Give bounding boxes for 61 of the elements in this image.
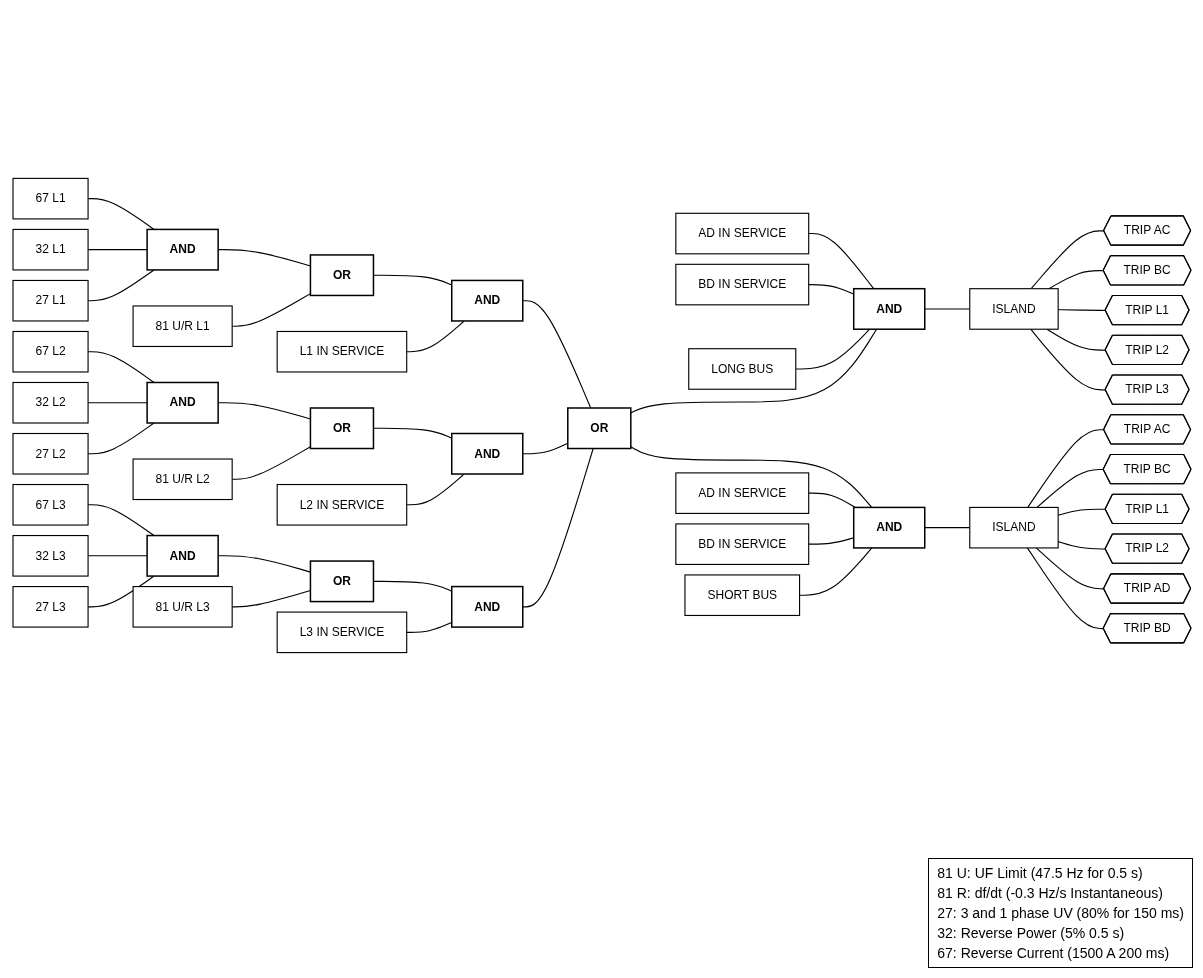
node-box: AD IN SERVICE <box>674 212 809 254</box>
connector <box>231 292 311 327</box>
connector <box>372 427 452 439</box>
node-box: L2 IN SERVICE <box>276 483 407 526</box>
node-box: 32 L2 <box>11 381 89 424</box>
node-box: AND <box>145 534 219 577</box>
node-box: LONG BUS <box>687 347 796 390</box>
node-box: OR <box>309 559 374 602</box>
node-box: AND <box>145 228 219 271</box>
node-box: BD IN SERVICE <box>674 522 809 565</box>
node-box: 67 L3 <box>11 483 89 526</box>
node-box: 32 L1 <box>11 228 89 270</box>
node-box: AND <box>852 506 925 549</box>
node-box: 81 U/R L1 <box>132 304 233 347</box>
node-box: SHORT BUS <box>683 573 800 616</box>
node-box: OR <box>309 253 374 296</box>
node-box: AND <box>145 381 219 424</box>
connector <box>1057 508 1106 516</box>
connector <box>87 503 155 536</box>
node-box: AND <box>852 287 925 330</box>
note-text: 27: 3 and 1 phase UV (80% for 150 ms) <box>937 904 1184 923</box>
node-box: 27 L2 <box>11 432 89 475</box>
connector <box>1045 328 1106 351</box>
connector <box>87 350 155 383</box>
node-box: 32 L3 <box>11 534 89 577</box>
note-text: 81 U: UF Limit (47.5 Hz for 0.5 s) <box>937 864 1144 883</box>
connector <box>87 575 155 607</box>
node-box: BD IN SERVICE <box>674 263 809 305</box>
note-text: 81 R: df/dt (-0.3 Hz/s Instantaneous) <box>937 884 1164 903</box>
node-box: ISLAND <box>968 506 1059 548</box>
node-box: 67 L2 <box>11 330 89 373</box>
node-box: 67 L1 <box>11 177 89 219</box>
connector <box>87 197 155 230</box>
connector <box>1030 229 1104 289</box>
node-box: 27 L3 <box>11 585 89 628</box>
connector <box>372 580 452 592</box>
connector <box>1026 546 1104 629</box>
connector <box>1036 468 1104 508</box>
node-box: 27 L1 <box>11 279 89 322</box>
node-box: ISLAND <box>968 287 1059 330</box>
node-box: 81 U/R L3 <box>132 585 233 628</box>
node-box: AND <box>450 279 523 322</box>
node-box: AND <box>450 432 523 475</box>
connector <box>372 274 452 286</box>
node-box: AND <box>450 585 523 628</box>
node-box: OR <box>309 406 374 449</box>
node-box: OR <box>566 406 632 449</box>
node-box: AD IN SERVICE <box>674 471 809 514</box>
connector <box>1057 308 1106 311</box>
node-box: L1 IN SERVICE <box>276 330 407 373</box>
connector <box>1029 328 1106 391</box>
connector <box>87 268 155 301</box>
node-box: L3 IN SERVICE <box>276 611 407 653</box>
node-box: 81 U/R L2 <box>132 457 233 500</box>
connector <box>231 445 311 480</box>
note-text: 67: Reverse Current (1500 A 200 ms) <box>937 944 1171 963</box>
connector <box>1035 546 1104 589</box>
connector <box>1057 540 1106 550</box>
connector <box>87 421 155 454</box>
note-text: 32: Reverse Power (5% 0.5 s) <box>937 924 1126 943</box>
connector <box>1026 428 1104 508</box>
